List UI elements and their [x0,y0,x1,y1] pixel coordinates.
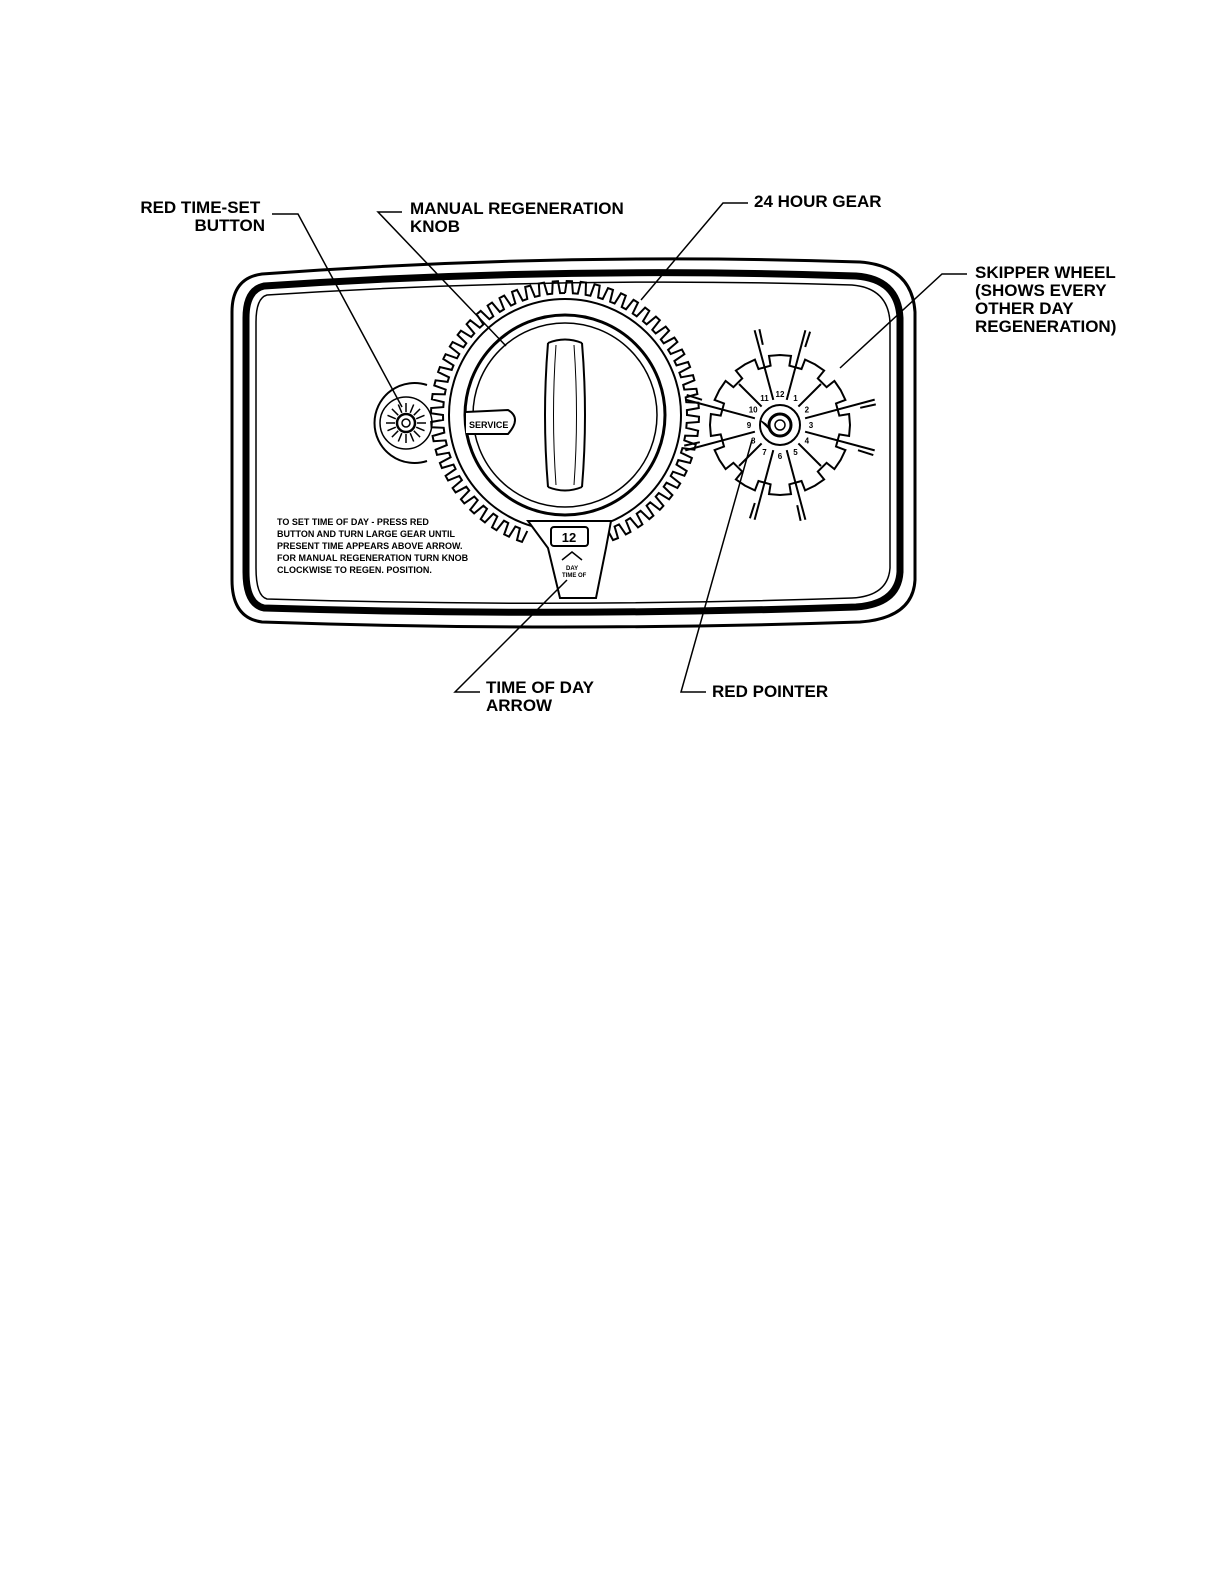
leader-red-time-set-button [272,213,403,408]
skipper-pin [804,398,875,420]
time-window-caption-day: DAY [566,566,578,572]
skipper-number: 1 [793,394,798,403]
label-time-of-day-arrow: TIME OF DAY ARROW [486,678,598,715]
svg-text:BUTTON AND TURN LARGE GEAR UNT: BUTTON AND TURN LARGE GEAR UNTIL [277,529,455,539]
button-knurl-line [415,426,425,432]
skipper-number: 12 [776,390,785,399]
button-knurl-line [413,430,421,438]
manual-regeneration-knob[interactable]: SERVICE [463,313,667,517]
skipper-pin [785,449,807,520]
button-knurl-line [391,408,399,416]
time-window-caption-time-of: TIME OF [562,573,587,579]
leader-24-hour-gear [640,202,748,301]
red-time-set-button[interactable] [373,382,433,464]
label-red-pointer: RED POINTER [712,682,828,701]
skipper-pin-tip [748,502,756,519]
skipper-number: 4 [805,437,810,446]
button-knurl-icon [386,403,426,443]
skipper-number: 7 [762,448,767,457]
skipper-pin-tip [796,504,802,522]
skipper-pin [804,430,875,452]
label-skipper-wheel: SKIPPER WHEEL (SHOWS EVERY OTHER DAY REG… [975,263,1120,336]
skipper-pin-tip [804,331,812,348]
skipper-pin-tip [758,328,764,346]
button-knurl-line [409,432,415,442]
skipper-pins [683,328,877,522]
skipper-number: 9 [747,421,752,430]
skipper-number: 6 [778,452,783,461]
gear-teeth [429,279,701,546]
button-knurl-line [387,414,397,420]
skipper-pin [685,398,756,420]
button-knurl-line [397,404,403,414]
skipper-number: 2 [805,406,810,415]
callout-leaders [272,202,967,693]
label-manual-regeneration-knob: MANUAL REGENERATION KNOB [410,199,629,236]
skipper-pin [753,449,775,520]
skipper-pin-tip [857,449,874,457]
timer-housing [230,257,917,629]
button-knurl-line [413,408,421,416]
skipper-number: 11 [760,394,769,403]
leader-manual-regeneration-knob [376,211,507,347]
skipper-pin-tip [859,403,877,409]
skipper-number: 8 [751,437,756,446]
callout-labels: RED TIME-SET BUTTON MANUAL REGENERATION … [140,192,1120,715]
skipper-number: 3 [809,421,814,430]
skipper-pin [797,442,822,467]
svg-text:PRESENT TIME APPEARS ABOVE ARR: PRESENT TIME APPEARS ABOVE ARROW. [277,541,463,551]
red-pointer [759,419,771,431]
skipper-pin [785,330,807,401]
skipper-number: 5 [793,448,798,457]
skipper-wheel-rim [708,353,852,497]
leader-time-of-day-arrow [453,579,568,693]
skipper-pin-tip [686,393,703,401]
skipper-pin-tip [683,441,701,447]
svg-text:FOR MANUAL REGENERATION TURN K: FOR MANUAL REGENERATION TURN KNOB [277,553,469,563]
skipper-pin [738,442,763,467]
leader-skipper-wheel [839,273,967,369]
leader-red-pointer [680,439,753,693]
svg-text:TO SET TIME OF DAY - PRESS RED: TO SET TIME OF DAY - PRESS RED [277,517,429,527]
button-knurl-line [391,430,399,438]
button-knurl-line [387,426,397,432]
time-of-day-window: 12 DAY TIME OF [526,520,613,599]
skipper-pin [797,383,822,408]
skipper-pin [685,430,756,452]
button-knurl-line [415,414,425,420]
service-label: SERVICE [469,420,508,430]
button-knurl-line [397,432,403,442]
skipper-pin [753,330,775,401]
instruction-text: TO SET TIME OF DAY - PRESS RED BUTTON AN… [277,517,469,575]
svg-text:CLOCKWISE TO REGEN. POSITION.: CLOCKWISE TO REGEN. POSITION. [277,565,432,575]
skipper-pin [738,383,763,408]
label-red-time-set-button: RED TIME-SET BUTTON [140,198,265,235]
time-window-number: 12 [562,530,576,545]
skipper-number: 10 [749,406,758,415]
time-of-day-arrow-icon [561,551,583,561]
label-24-hour-gear: 24 HOUR GEAR [754,192,882,211]
button-knurl-line [409,404,415,414]
